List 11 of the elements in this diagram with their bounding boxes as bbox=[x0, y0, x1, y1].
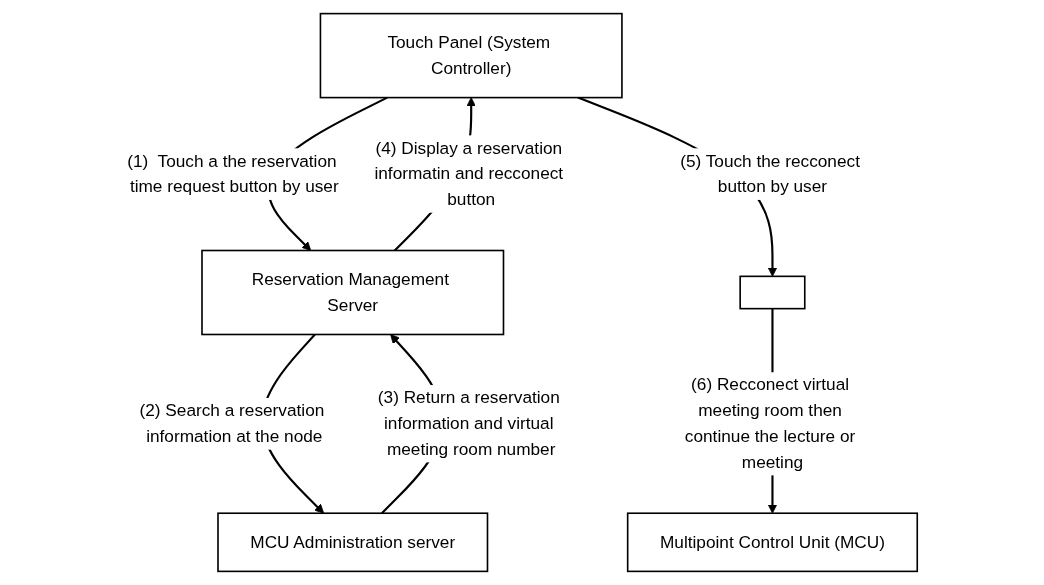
node-box: Multipoint Control Unit (MCU) bbox=[626, 512, 919, 573]
edge-label: (4) Display a reservation informatin and recconect button bbox=[374, 138, 564, 209]
edge-label: (3) Return a reservation information and virtual meeting room number bbox=[377, 388, 560, 459]
node-box: MCU Administration server bbox=[217, 512, 489, 573]
edge-label: (2) Search a reservation information at the node bbox=[139, 401, 325, 446]
edge-label: (5) Touch the recconect button by user bbox=[680, 151, 860, 196]
node-box: Touch Panel (System Controller) bbox=[319, 12, 623, 99]
edge-label: (1) Touch a the reservation time request button by user bbox=[127, 151, 339, 196]
edge-label: (6) Recconect virtual meeting room then continue the lecture or meeting bbox=[684, 375, 856, 472]
node-box: Reservation Management Server bbox=[201, 249, 505, 336]
node-box bbox=[739, 275, 806, 310]
